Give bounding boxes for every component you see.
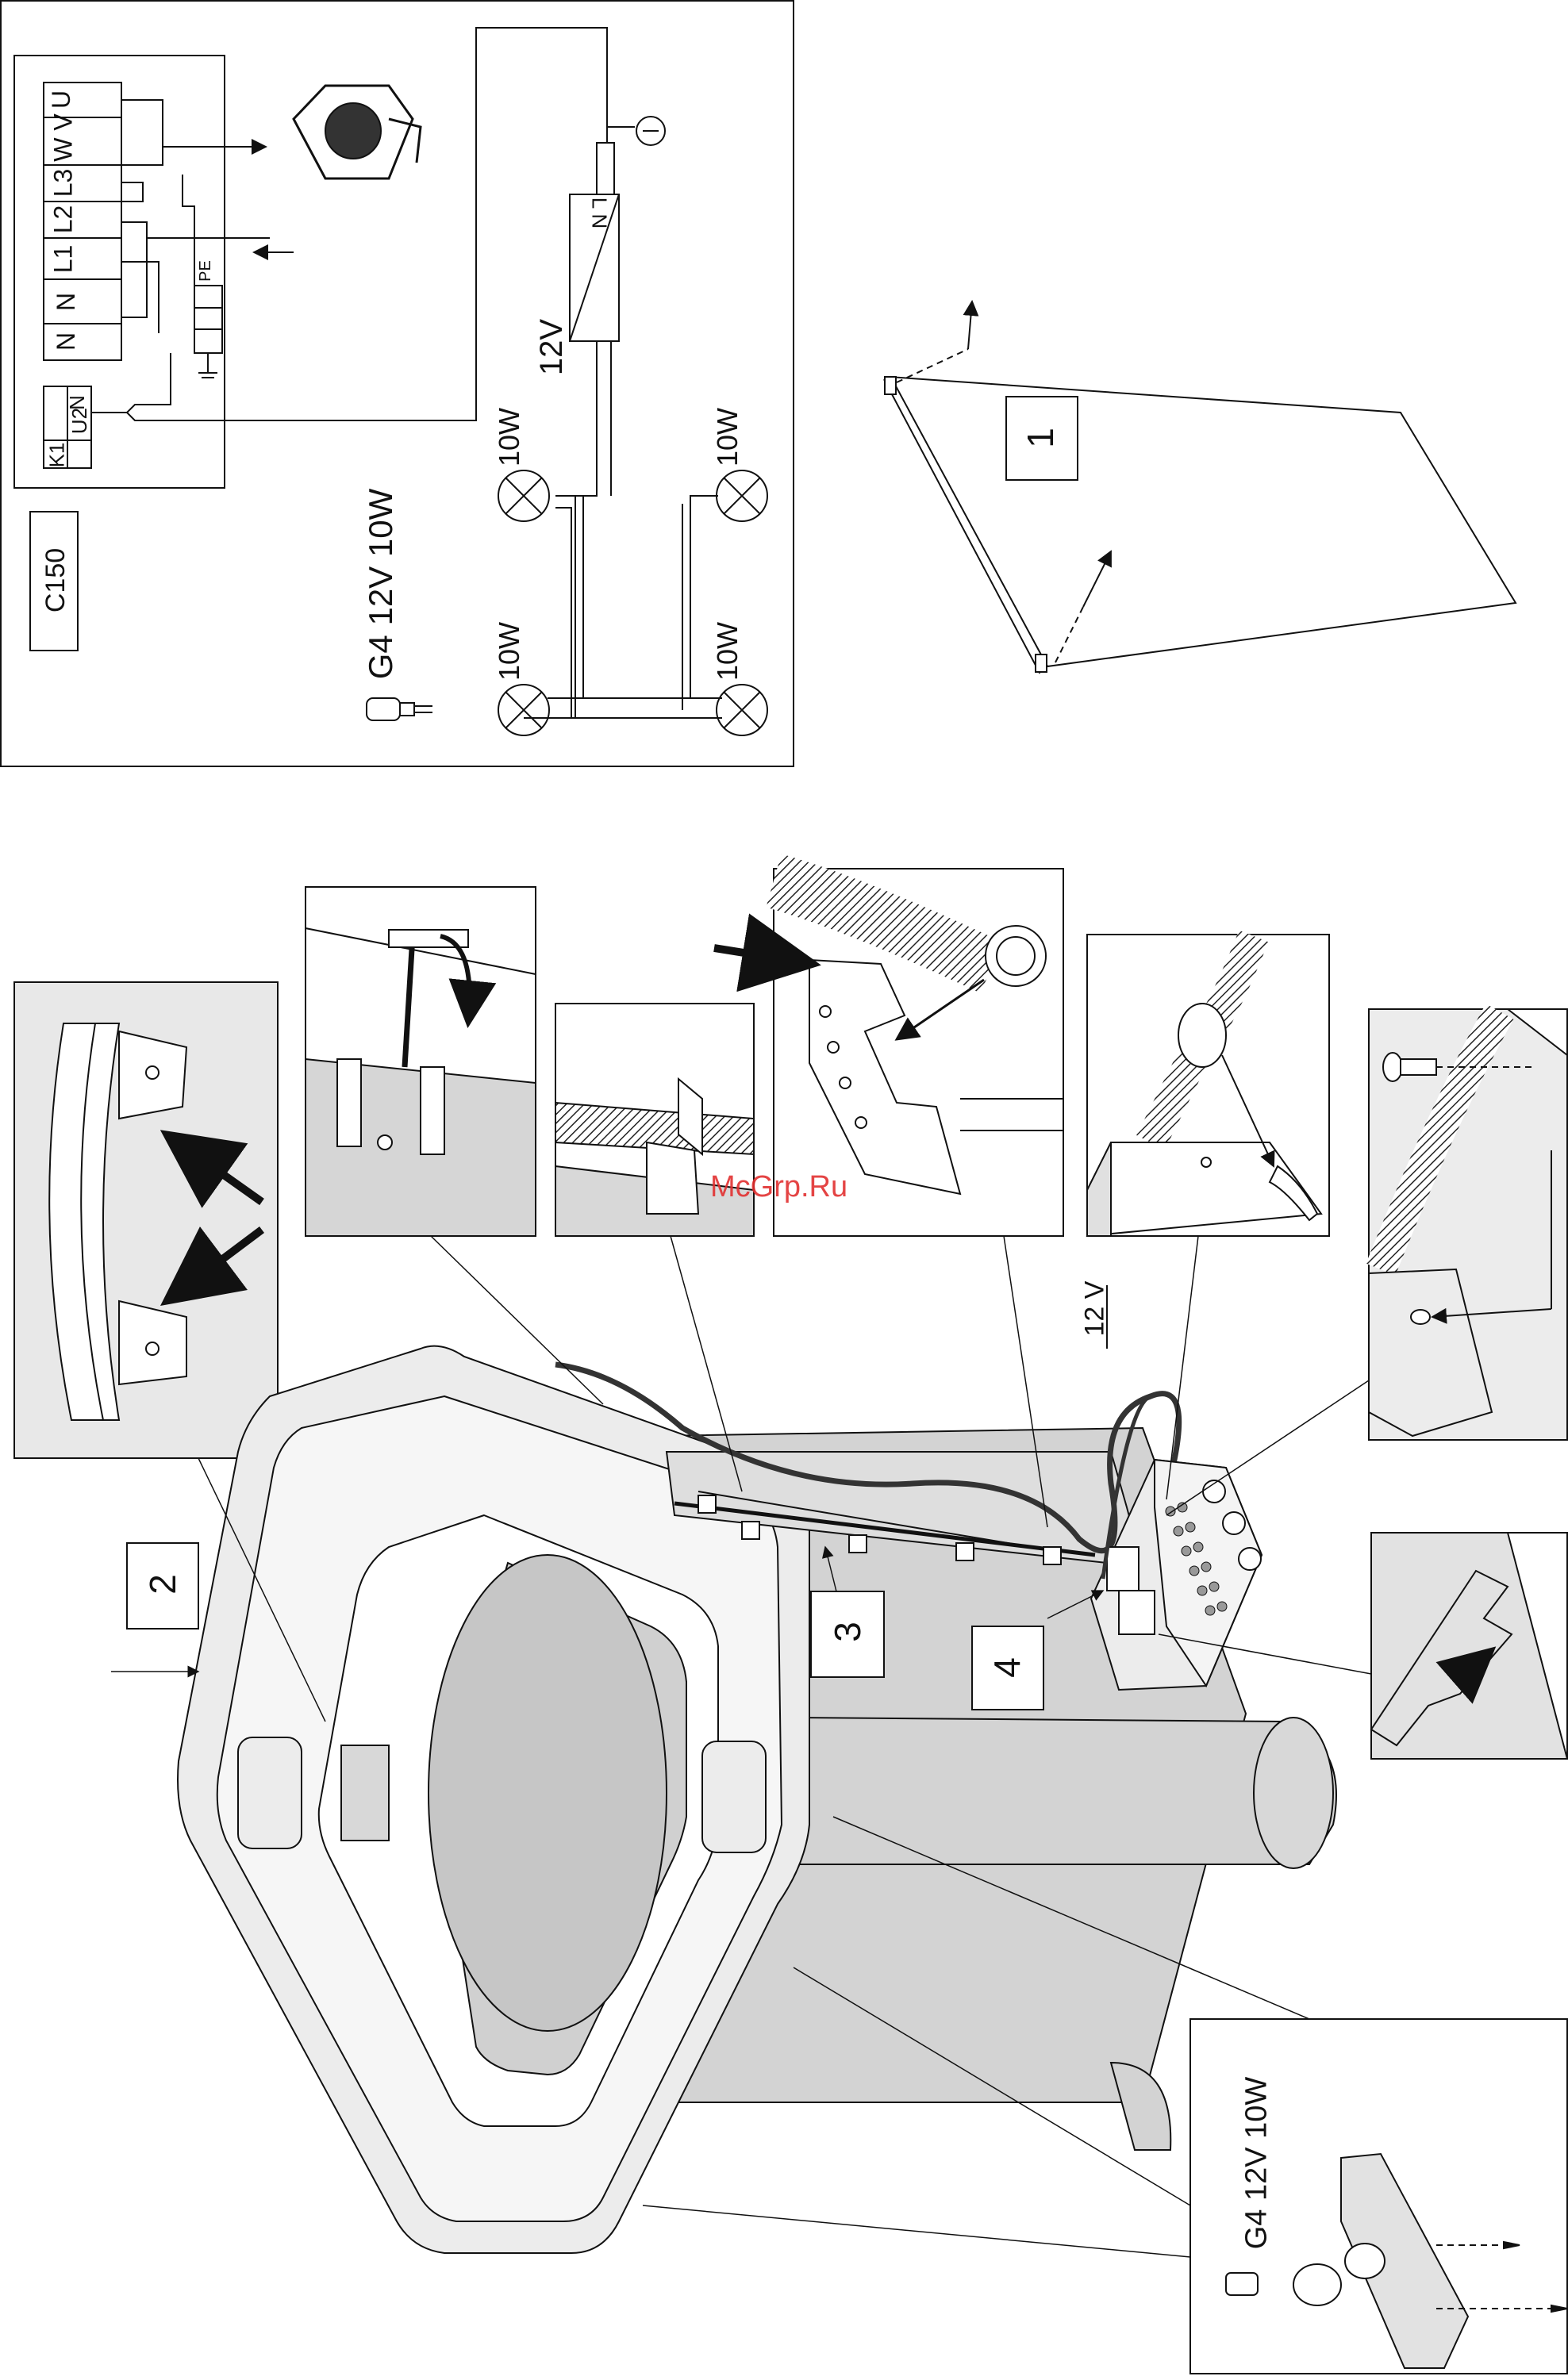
callout-number-1: 1 <box>1019 428 1062 448</box>
lamp-power-bottom-right: 10W <box>711 622 744 681</box>
watermark: McGrp.Ru <box>710 1170 847 1204</box>
lamp-power-bottom-left: 10W <box>493 622 526 681</box>
assembly-lamp-spec: G4 12V 10W <box>1239 2077 1274 2250</box>
cover-panel <box>885 301 1516 673</box>
terminal-label-n2: N <box>52 332 81 351</box>
inset-bracket-hook <box>306 887 536 1236</box>
assembly-voltage-label: 12 V <box>1079 1281 1110 1337</box>
lamp-top-right <box>717 470 767 521</box>
aux-label-u2: U2 <box>67 408 92 434</box>
wiring-voltage-label: 12V <box>534 319 570 375</box>
pe-terminal <box>194 286 222 353</box>
fan-motor-icon <box>294 86 421 178</box>
callout-number-3: 3 <box>826 1622 869 1642</box>
aux-label-n: N <box>65 395 90 410</box>
lamp-power-top-right: 10W <box>711 408 744 466</box>
g4-bulb-icon <box>367 698 432 720</box>
terminal-label-n1: N <box>52 293 81 311</box>
lamp-bottom-right <box>717 685 767 735</box>
pe-label: PE <box>197 260 215 282</box>
cover-panel-plate <box>889 377 1516 666</box>
callout-number-4: 4 <box>986 1657 1028 1678</box>
callout-number-2: 2 <box>141 1574 184 1595</box>
model-label: C150 <box>40 548 71 612</box>
terminal-label-l3: L3 <box>48 169 78 198</box>
frame-corner-left <box>238 1737 302 1848</box>
lamp-power-top-left: 10W <box>493 408 526 466</box>
cassette-unit <box>178 1285 1336 2253</box>
frame-corner-right <box>702 1741 766 1852</box>
inset-bolt-detail <box>1369 1009 1567 1440</box>
terminal-label-l1: L1 <box>48 245 78 274</box>
inset-box-tab <box>1371 1533 1567 1759</box>
inset-frame-clip <box>14 982 278 1458</box>
terminal-label-wv: W V <box>49 113 79 161</box>
terminal-enclosure <box>14 56 225 488</box>
lamp-top-left <box>498 470 549 521</box>
terminal-label-l2: L2 <box>48 205 78 234</box>
terminal-label-u: U <box>47 90 76 109</box>
lamp-bottom-left <box>498 685 549 735</box>
wiring-lamp-spec: G4 12V 10W <box>362 489 400 679</box>
inset-grommet <box>1087 935 1329 1236</box>
transformer-label: L N <box>586 198 611 229</box>
aux-label-k1: K1 <box>44 443 69 468</box>
